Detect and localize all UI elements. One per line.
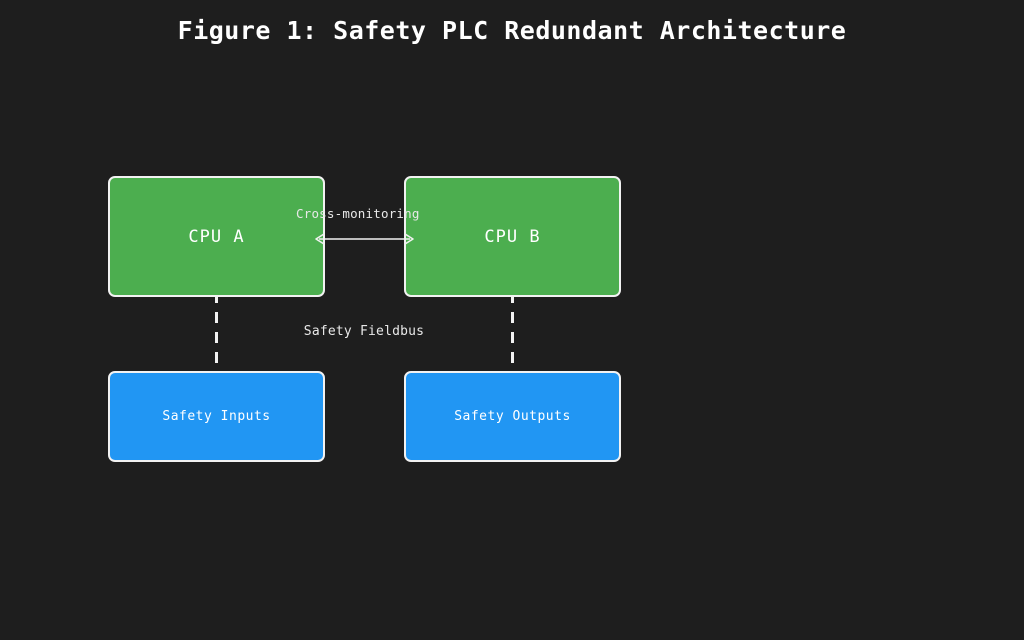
- node-safety-inputs[interactable]: Safety Inputs: [108, 371, 325, 462]
- safety-fieldbus-label: Safety Fieldbus: [303, 324, 425, 339]
- node-cpu-a-label: CPU A: [188, 226, 245, 247]
- fieldbus-link-cpu-a-to-safety-inputs: [215, 292, 218, 376]
- fieldbus-link-cpu-b-to-safety-outputs: [511, 292, 514, 376]
- node-cpu-b-label: CPU B: [484, 226, 541, 247]
- cross-monitoring-arrow-icon: [315, 233, 414, 245]
- figure-title: Figure 1: Safety PLC Redundant Architect…: [177, 16, 847, 45]
- node-safety-inputs-label: Safety Inputs: [162, 409, 271, 424]
- cross-monitoring-label: Cross-monitoring: [296, 206, 420, 221]
- node-cpu-b[interactable]: CPU B: [404, 176, 621, 297]
- node-safety-outputs[interactable]: Safety Outputs: [404, 371, 621, 462]
- node-cpu-a[interactable]: CPU A: [108, 176, 325, 297]
- cross-monitoring-connector: [312, 229, 417, 249]
- node-safety-outputs-label: Safety Outputs: [454, 409, 571, 424]
